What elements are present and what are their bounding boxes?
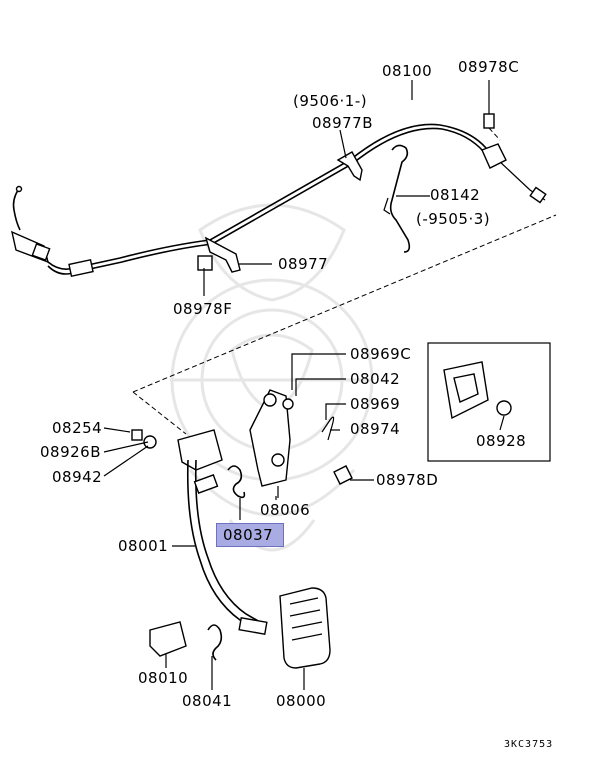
label-08041[interactable]: 08041	[182, 692, 233, 710]
stopper-bolt	[443, 361, 512, 420]
label-08926b[interactable]: 08926B	[40, 443, 102, 461]
nut-08942	[143, 435, 157, 449]
label-08001[interactable]: 08001	[118, 537, 169, 555]
pedal-bracket	[249, 389, 294, 500]
return-spring	[207, 624, 223, 661]
pedal-pad	[279, 587, 331, 669]
label-08974[interactable]: 08974	[350, 420, 401, 438]
label-08006[interactable]: 08006	[260, 501, 311, 519]
label-08042[interactable]: 08042	[350, 370, 401, 388]
label-08978d[interactable]: 08978D	[376, 471, 439, 489]
label-08000[interactable]: 08000	[276, 692, 327, 710]
note-from-9506: (9506·1-)	[293, 92, 368, 110]
label-08142[interactable]: 08142	[430, 186, 481, 204]
leader-lines	[103, 80, 505, 690]
accelerator-cable	[11, 113, 547, 277]
label-08977b[interactable]: 08977B	[312, 114, 374, 132]
bolt-08978D	[333, 465, 353, 485]
pin-08974	[321, 416, 335, 441]
pedal-arm	[177, 429, 268, 635]
stopper	[149, 621, 187, 657]
label-08254[interactable]: 08254	[52, 419, 103, 437]
label-08100[interactable]: 08100	[382, 62, 433, 80]
label-08037-highlighted[interactable]: 08037	[216, 523, 285, 547]
return-wire	[383, 144, 411, 253]
label-08977[interactable]: 08977	[278, 255, 329, 273]
note-until-9505: (-9505·3)	[416, 210, 491, 228]
label-08969[interactable]: 08969	[350, 395, 401, 413]
drawing-code: 3KC3753	[504, 739, 554, 750]
bolt-08254	[131, 429, 143, 441]
label-08969c[interactable]: 08969C	[350, 345, 412, 363]
label-08978f[interactable]: 08978F	[173, 300, 233, 318]
inset-frame	[427, 342, 551, 462]
label-08010[interactable]: 08010	[138, 669, 189, 687]
spring	[227, 465, 246, 499]
label-08942[interactable]: 08942	[52, 468, 103, 486]
label-08928[interactable]: 08928	[476, 432, 527, 450]
label-08978c[interactable]: 08978C	[458, 58, 520, 76]
